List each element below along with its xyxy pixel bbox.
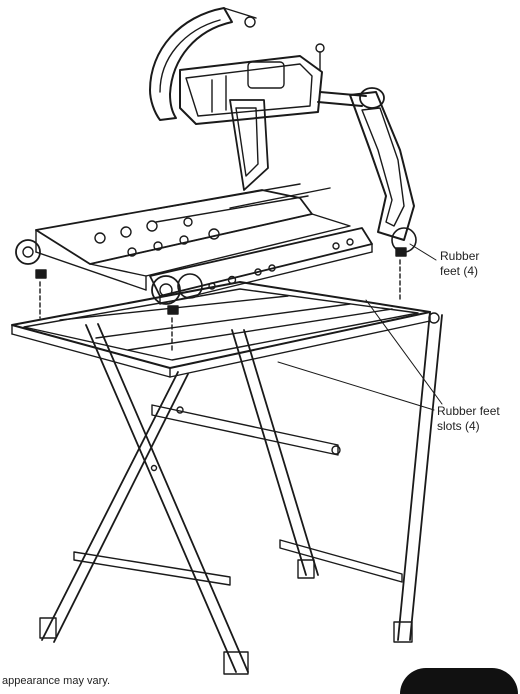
stand-top-frame — [11, 281, 431, 378]
stand-right-x-leg — [231, 311, 443, 643]
saw-arm — [229, 87, 415, 241]
callout-rubber-feet: Rubber feet (4) — [440, 249, 479, 279]
saw-table-base — [35, 183, 351, 291]
stand-left-x-leg — [39, 323, 249, 675]
callout-rubber-feet-slots-line2: slots (4) — [437, 419, 480, 433]
rubber-feet — [35, 247, 407, 351]
callout-leaders — [277, 243, 443, 411]
callout-rubber-feet-slots: Rubber feet slots (4) — [437, 404, 500, 434]
saw-corner-knobs — [15, 227, 417, 305]
callout-rubber-feet-line2: feet (4) — [440, 264, 479, 278]
stand-cross-braces — [73, 404, 403, 586]
saw-motor-head — [179, 43, 325, 125]
callout-rubber-feet-slots-line1: Rubber feet — [437, 404, 500, 418]
callout-rubber-feet-line1: Rubber — [440, 249, 480, 263]
figure-badge — [400, 668, 518, 694]
appearance-note: appearance may vary. — [2, 675, 111, 687]
saw-front-rail — [149, 227, 373, 305]
blade-guard — [149, 7, 257, 121]
